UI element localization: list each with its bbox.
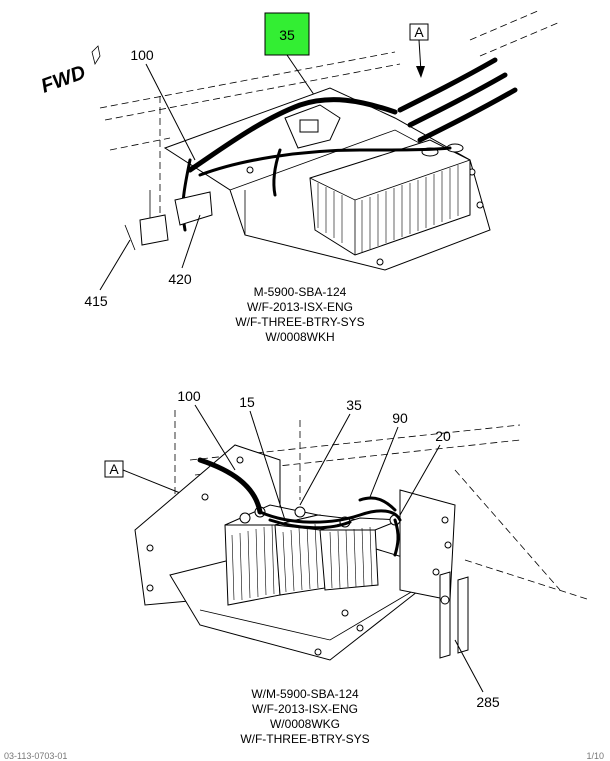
view-ref-a-bottom-label: A [109,461,119,477]
top-caption-line-2: W/F-2013-ISX-ENG [247,300,353,314]
callout-285-bottom: 285 [476,694,500,710]
top-caption-line-4: W/0008WKH [265,330,334,344]
callout-20-bottom: 20 [435,428,451,444]
view-ref-a-top-label: A [414,24,424,40]
view-ref-a-bottom [104,460,124,478]
callout-100-bottom: 100 [177,388,201,404]
bottom-caption: W/M-5900-SBA-124 W/F-2013-ISX-ENG W/0008… [240,687,369,746]
bottom-caption-line-4: W/F-THREE-BTRY-SYS [240,732,369,746]
top-illustration: FWD 35 A [38,9,561,309]
callout-90-bottom: 90 [392,410,408,426]
bottom-illustration: A [104,388,591,710]
bottom-caption-line-2: W/F-2013-ISX-ENG [252,702,358,716]
callout-420-top: 420 [168,271,192,287]
top-caption-line-3: W/F-THREE-BTRY-SYS [235,315,364,329]
callout-35-top: 35 [279,27,295,43]
callout-415-top: 415 [84,293,108,309]
fwd-arrow-icon [91,45,101,66]
highlight-callout-box [264,12,310,56]
callout-100-top: 100 [130,47,154,63]
footer-left: 03-113-0703-01 [4,751,67,761]
battery-3 [319,517,401,591]
bottom-caption-line-1: W/M-5900-SBA-124 [251,687,359,701]
top-caption-line-1: M-5900-SBA-124 [254,285,347,299]
fwd-label: FWD [38,61,88,97]
top-caption: M-5900-SBA-124 W/F-2013-ISX-ENG W/F-THRE… [235,285,364,344]
callout-35-bottom: 35 [346,397,362,413]
callout-15-bottom: 15 [239,394,255,410]
bottom-caption-line-3: W/0008WKG [270,717,340,731]
footer-right: 1/10 [586,751,604,761]
